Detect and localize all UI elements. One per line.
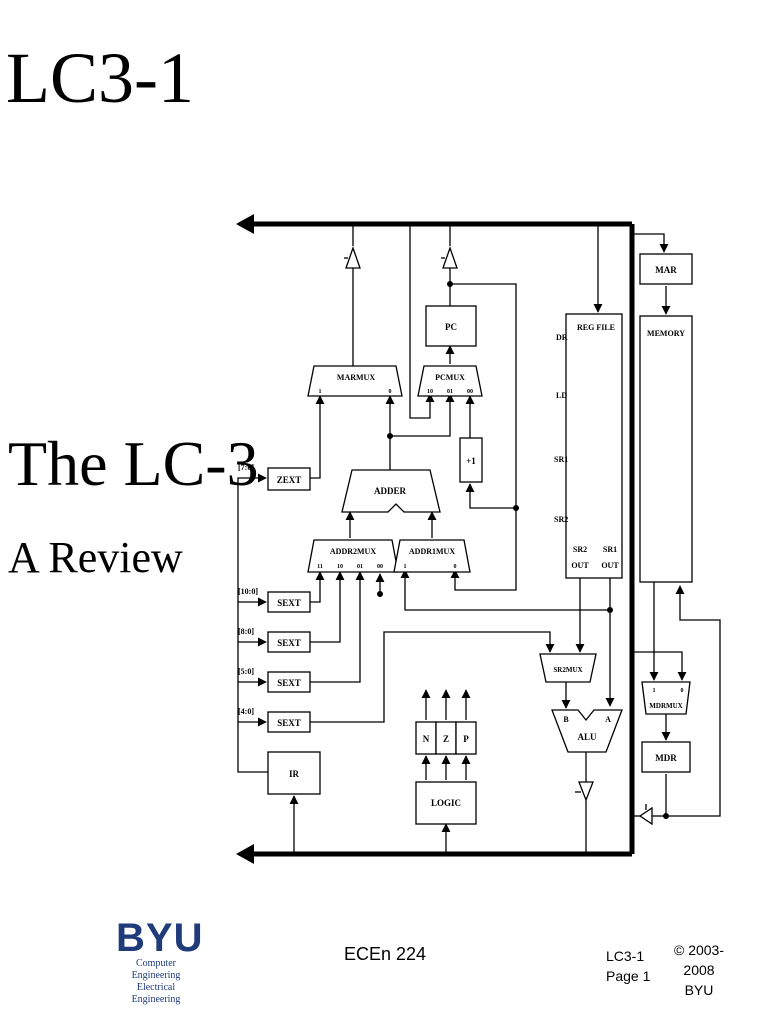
sr2mux-block [539, 653, 597, 683]
zext-label: ZEXT [277, 475, 302, 485]
marmux-input-0: 0 [389, 389, 392, 395]
marmux-input-1: 1 [319, 389, 322, 395]
pcmux-block [417, 365, 483, 397]
pcmux-input-10: 10 [427, 389, 433, 395]
junction-dots [377, 281, 669, 819]
regfile-dr-label: DR [556, 333, 568, 342]
tristate-buffers [344, 246, 653, 826]
slide-subheading: A Review [8, 533, 183, 582]
marmux-block [307, 365, 403, 397]
page-info: LC3-1 Page 1 [606, 946, 650, 986]
page-label: LC3-1 [606, 948, 645, 964]
addr2mux-input-10: 10 [337, 564, 343, 570]
sext-block-4 [267, 711, 311, 733]
ir-field-label-3: [8:0] [238, 627, 254, 636]
addr1mux-block [393, 539, 471, 573]
addr1mux-input-1: 1 [404, 564, 407, 570]
regfile-sr2-label: SR2 [554, 515, 568, 524]
alu-input-a: A [605, 715, 611, 724]
page-number: Page 1 [606, 968, 651, 984]
addr2mux-input-01: 01 [357, 564, 363, 570]
sext-block-2 [267, 631, 311, 653]
zext-block [267, 467, 311, 491]
mdrmux-input-1: 1 [653, 688, 656, 694]
pcmux-input-00: 00 [467, 389, 473, 395]
mdrmux-label: MDRMUX [649, 702, 682, 710]
sext-label-1: SEXT [277, 598, 301, 608]
addr2mux-input-11: 11 [317, 564, 323, 570]
regfile-sr1-label: SR1 [554, 455, 568, 464]
logic-block [415, 781, 477, 825]
alu-block [551, 709, 623, 753]
byu-logo-mark: BYU [116, 916, 204, 960]
sext-label-3: SEXT [277, 678, 301, 688]
incrementer-block [459, 437, 483, 483]
copyright-years: © 2003-2008 [673, 942, 724, 978]
flag-p-label: P [463, 734, 469, 744]
adder-label: ADDER [374, 486, 407, 496]
addr2mux-input-00: 00 [377, 564, 383, 570]
ir-field-label-4: [5:0] [238, 667, 254, 676]
mdr-label: MDR [655, 753, 677, 763]
mdrmux-input-0: 0 [681, 688, 684, 694]
addr1mux-input-0: 0 [454, 564, 457, 570]
mdrmux-block [641, 681, 691, 715]
ir-block [267, 751, 321, 795]
sr2mux-label: SR2MUX [553, 666, 582, 674]
regfile-sr2out-label-b: OUT [571, 561, 589, 570]
ir-field-label-2: [10:0] [238, 587, 258, 596]
mar-label: MAR [655, 265, 677, 275]
pcmux-input-01: 01 [447, 389, 453, 395]
alu-input-b: B [563, 715, 569, 724]
regfile-sr2out-label: SR2 [573, 545, 587, 554]
ir-label: IR [289, 769, 300, 779]
adder-block [341, 469, 441, 513]
copyright: © 2003-2008 BYU [666, 940, 732, 1000]
memory-label: MEMORY [647, 329, 685, 338]
sext-block-3 [267, 671, 311, 693]
regfile-sr1out-label: SR1 [603, 545, 617, 554]
flag-p-block [455, 721, 477, 755]
course-name: ECEn 224 [344, 944, 427, 964]
alu-label: ALU [577, 732, 597, 742]
sext-label-4: SEXT [277, 718, 301, 728]
pc-label: PC [445, 322, 457, 332]
sext-block-1 [267, 591, 311, 613]
marmux-label: MARMUX [337, 373, 375, 382]
regfile-block [565, 313, 623, 579]
pc-block [425, 305, 477, 347]
flag-n-label: N [423, 734, 430, 744]
byu-logo: BYU Computer Engineering Electrical Engi… [116, 916, 204, 1006]
copyright-owner: BYU [684, 982, 714, 998]
logo-department-line-2: Electrical Engineering [131, 982, 181, 1005]
ir-field-label-1: [7:0] [238, 463, 254, 472]
ir-field-label-5: [4:0] [238, 707, 254, 716]
mar-block [639, 253, 693, 285]
regfile-sr1out-label-b: OUT [601, 561, 619, 570]
wires [237, 224, 721, 854]
regfile-label: REG FILE [577, 323, 615, 332]
mdr-block [641, 741, 691, 773]
slide-heading: The LC-3 [8, 428, 259, 499]
addr2mux-label: ADDR2MUX [330, 547, 376, 556]
flag-z-label: Z [443, 734, 449, 744]
sext-label-2: SEXT [277, 638, 301, 648]
incrementer-label: +1 [466, 456, 476, 466]
memory-block [639, 315, 693, 583]
logic-label: LOGIC [431, 798, 461, 808]
system-bus [236, 214, 635, 864]
pcmux-label: PCMUX [435, 373, 465, 382]
addr1mux-label: ADDR1MUX [409, 547, 455, 556]
slide-title: LC3-1 [6, 38, 194, 118]
logo-department-line-1: Computer Engineering [131, 958, 181, 981]
regfile-ld-label: LD [556, 391, 567, 400]
